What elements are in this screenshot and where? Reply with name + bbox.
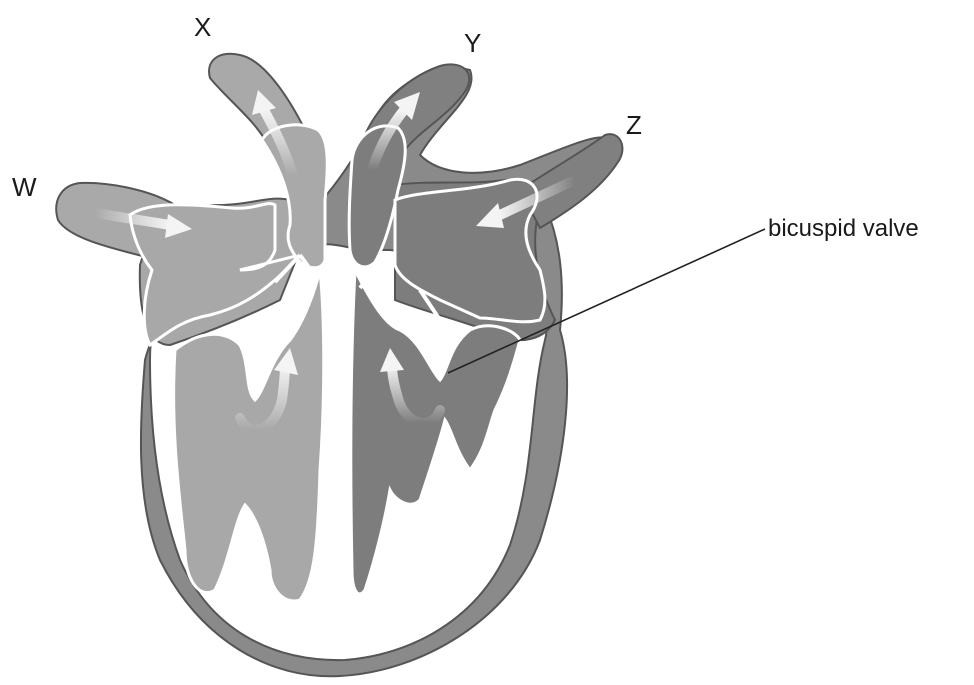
label-y: Y: [464, 28, 481, 58]
label-bicuspid-valve: bicuspid valve: [768, 215, 919, 242]
label-w: W: [12, 172, 37, 202]
label-z: Z: [626, 110, 642, 140]
label-x: X: [194, 12, 211, 42]
